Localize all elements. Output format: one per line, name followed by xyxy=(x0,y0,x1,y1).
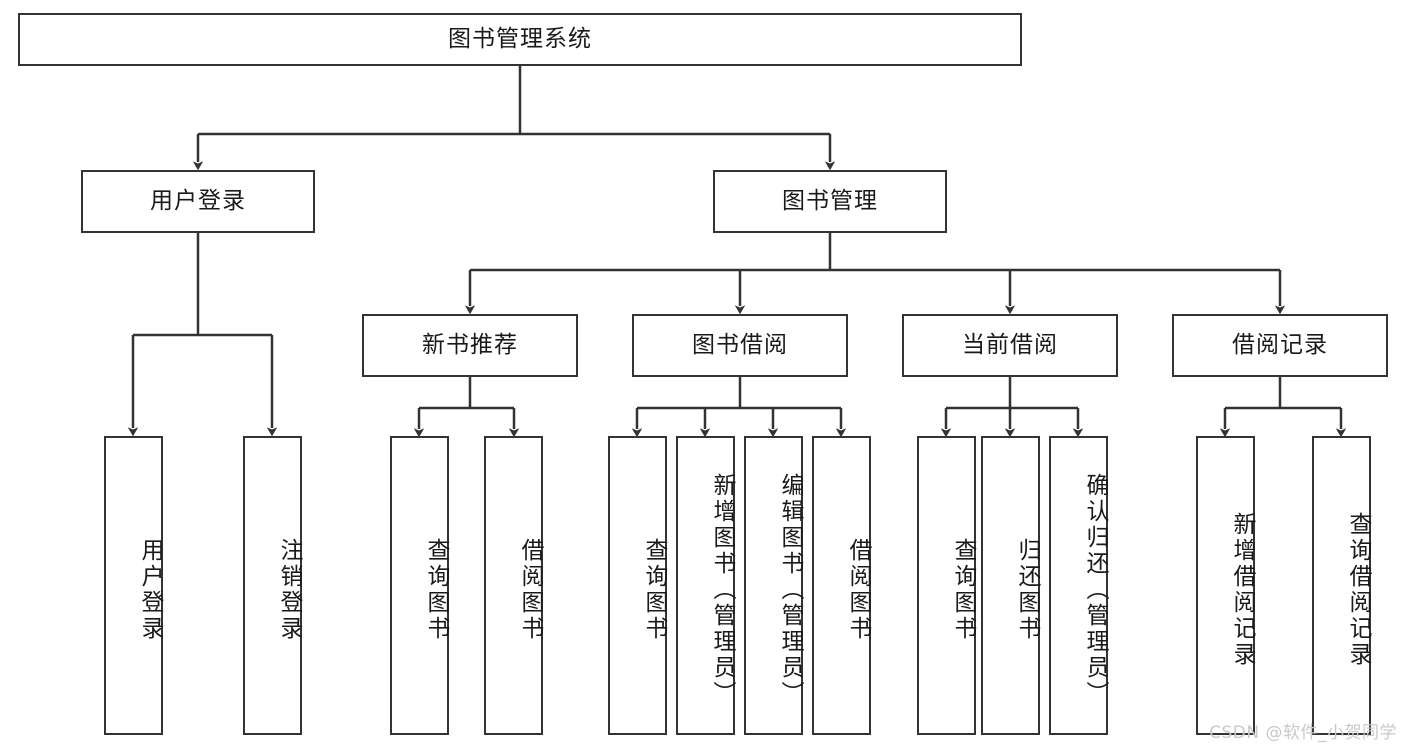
leaf-book-borrow-lend-label: 借阅图书 xyxy=(845,537,871,642)
node-new-book-recommend[interactable]: 新书推荐 xyxy=(362,314,578,377)
leaf-borrow-record-add-label: 新增借阅记录 xyxy=(1229,511,1255,668)
node-current-borrow-label: 当前借阅 xyxy=(962,331,1058,358)
leaf-current-borrow-return[interactable]: 归还图书 xyxy=(981,436,1040,735)
node-book-management-label: 图书管理 xyxy=(782,187,878,214)
node-borrow-record-label: 借阅记录 xyxy=(1232,331,1328,358)
leaf-new-book-query[interactable]: 查询图书 xyxy=(390,436,449,735)
csdn-watermark: CSDN @软件_小贺同学 xyxy=(1209,723,1397,743)
leaf-current-borrow-return-label: 归还图书 xyxy=(1014,537,1040,642)
leaf-current-borrow-confirm[interactable]: 确认归还（管理员） xyxy=(1049,436,1108,735)
node-book-management[interactable]: 图书管理 xyxy=(713,170,947,233)
leaf-current-borrow-query-label: 查询图书 xyxy=(950,537,976,642)
node-book-borrow[interactable]: 图书借阅 xyxy=(632,314,848,377)
leaf-book-borrow-lend[interactable]: 借阅图书 xyxy=(812,436,871,735)
leaf-user-login-signout-label: 注销登录 xyxy=(276,537,302,642)
node-new-book-recommend-label: 新书推荐 xyxy=(422,331,518,358)
node-user-login[interactable]: 用户登录 xyxy=(81,170,315,233)
node-user-login-label: 用户登录 xyxy=(150,187,246,214)
leaf-new-book-borrow[interactable]: 借阅图书 xyxy=(484,436,543,735)
leaf-book-borrow-query[interactable]: 查询图书 xyxy=(608,436,667,735)
node-borrow-record[interactable]: 借阅记录 xyxy=(1172,314,1388,377)
leaf-book-borrow-edit[interactable]: 编辑图书（管理员） xyxy=(744,436,803,735)
leaf-user-login-signout[interactable]: 注销登录 xyxy=(243,436,302,735)
leaf-borrow-record-query[interactable]: 查询借阅记录 xyxy=(1312,436,1371,735)
node-root[interactable]: 图书管理系统 xyxy=(18,13,1022,66)
node-current-borrow[interactable]: 当前借阅 xyxy=(902,314,1118,377)
leaf-book-borrow-add-label: 新增图书（管理员） xyxy=(709,472,735,707)
node-root-label: 图书管理系统 xyxy=(448,25,592,52)
leaf-new-book-borrow-label: 借阅图书 xyxy=(517,537,543,642)
leaf-book-borrow-edit-label: 编辑图书（管理员） xyxy=(777,472,803,707)
leaf-book-borrow-query-label: 查询图书 xyxy=(641,537,667,642)
leaf-borrow-record-query-label: 查询借阅记录 xyxy=(1345,511,1371,668)
leaf-book-borrow-add[interactable]: 新增图书（管理员） xyxy=(676,436,735,735)
node-book-borrow-label: 图书借阅 xyxy=(692,331,788,358)
leaf-new-book-query-label: 查询图书 xyxy=(423,537,449,642)
leaf-current-borrow-query[interactable]: 查询图书 xyxy=(917,436,976,735)
leaf-user-login-signin-label: 用户登录 xyxy=(137,537,163,642)
leaf-current-borrow-confirm-label: 确认归还（管理员） xyxy=(1082,472,1108,707)
leaf-borrow-record-add[interactable]: 新增借阅记录 xyxy=(1196,436,1255,735)
leaf-user-login-signin[interactable]: 用户登录 xyxy=(104,436,163,735)
